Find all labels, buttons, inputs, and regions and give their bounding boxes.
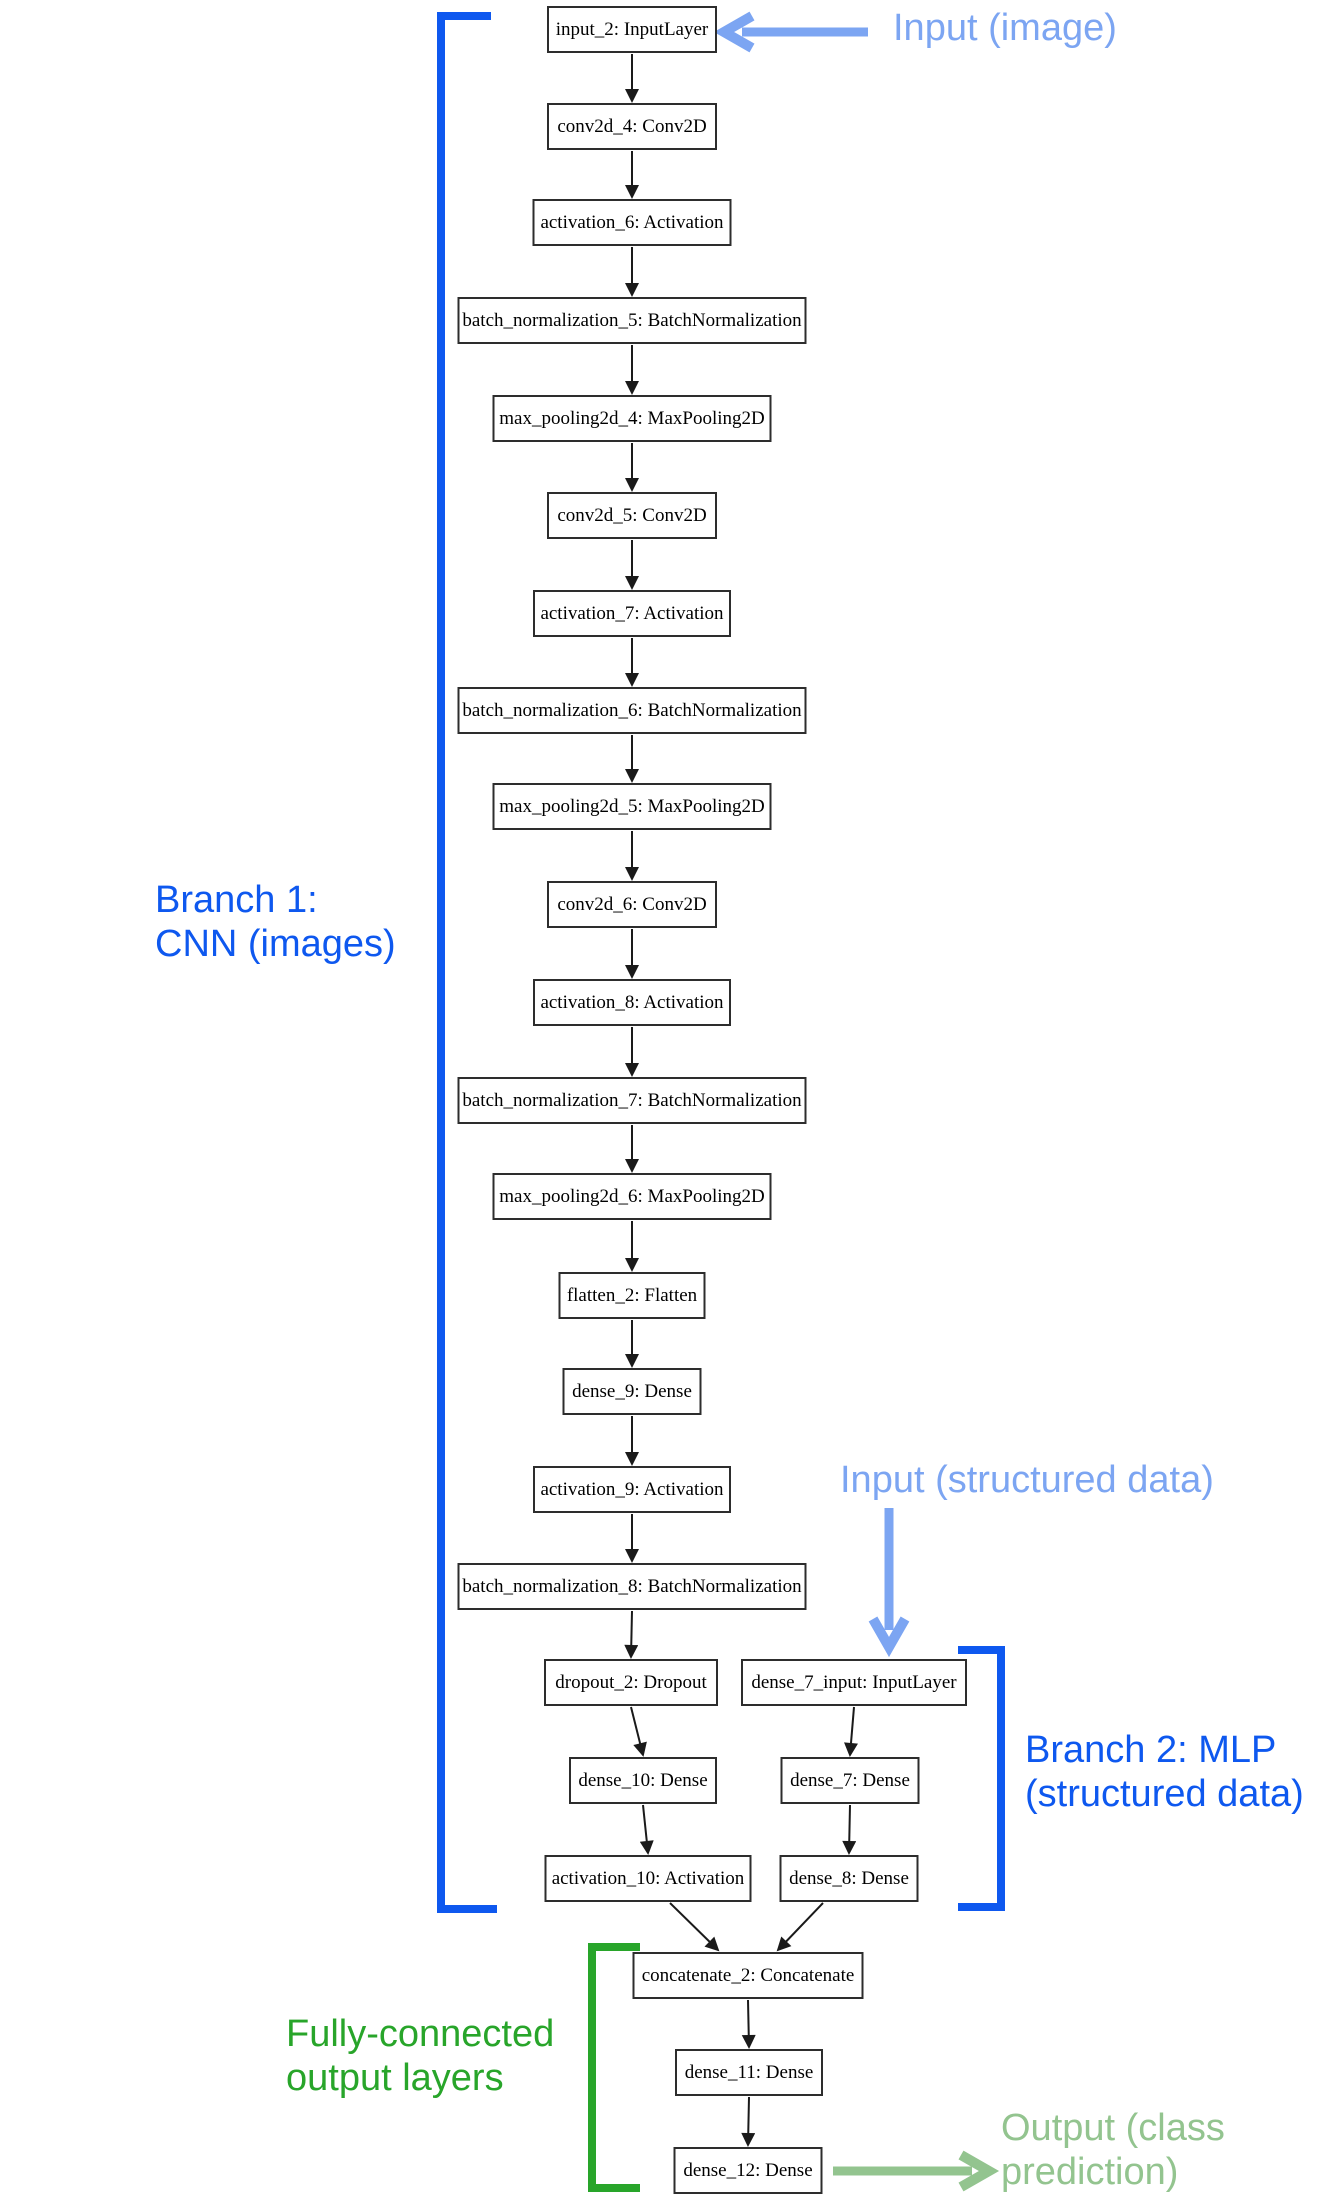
edge-batch_normalization_8-to-dropout_2 (624, 1610, 639, 1659)
edge-activation_10-to-concatenate_2 (669, 1902, 720, 1952)
node-max_pooling2d_4: max_pooling2d_4: MaxPooling2D (492, 395, 772, 442)
input-structured-arrow (868, 1508, 910, 1658)
grouping-brackets (437, 12, 1005, 2192)
node-activation_10: activation_10: Activation (544, 1855, 752, 1902)
input-image-arrow-head (713, 11, 755, 53)
input-image-label: Input (image) (893, 7, 1117, 49)
node-dense_7: dense_7: Dense (780, 1757, 920, 1804)
annotation-arrows (713, 11, 1000, 2192)
node-dense_12: dense_12: Dense (673, 2147, 823, 2194)
node-activation_7: activation_7: Activation (533, 590, 731, 637)
input-structured-label: Input (structured data) (840, 1459, 1214, 1501)
node-conv2d_6: conv2d_6: Conv2D (547, 881, 717, 928)
edge-dense_11-to-dense_12 (741, 2096, 756, 2147)
branch1-bracket (437, 12, 497, 1913)
edge-concatenate_2-to-dense_11 (741, 1999, 756, 2049)
edge-dense_8-to-concatenate_2 (776, 1902, 824, 1952)
node-batch_normalization_7: batch_normalization_7: BatchNormalizatio… (457, 1077, 807, 1124)
node-max_pooling2d_6: max_pooling2d_6: MaxPooling2D (492, 1173, 772, 1220)
input-image-arrow (713, 11, 868, 53)
branch2-label: Branch 2: MLP (structured data) (1025, 1729, 1304, 1816)
node-batch_normalization_8: batch_normalization_8: BatchNormalizatio… (457, 1563, 807, 1610)
output-bracket (588, 1943, 640, 2192)
node-batch_normalization_6: batch_normalization_6: BatchNormalizatio… (457, 687, 807, 734)
edge-dense_10-to-activation_10 (639, 1804, 654, 1855)
branch1-label: Branch 1: CNN (images) (155, 879, 396, 966)
node-dense_8: dense_8: Dense (779, 1855, 919, 1902)
branch2-bracket (958, 1646, 1005, 1911)
node-activation_6: activation_6: Activation (532, 199, 732, 246)
node-activation_9: activation_9: Activation (533, 1466, 731, 1513)
node-dense_7_input: dense_7_input: InputLayer (741, 1659, 967, 1706)
node-dense_10: dense_10: Dense (569, 1757, 717, 1804)
layer-connection-arrows (624, 54, 858, 2147)
node-concatenate_2: concatenate_2: Concatenate (632, 1952, 864, 1999)
node-conv2d_4: conv2d_4: Conv2D (547, 103, 717, 150)
edge-dense_7_input-to-dense_7 (844, 1706, 858, 1757)
node-dense_9: dense_9: Dense (562, 1368, 702, 1415)
output-arrow-head (958, 2150, 1000, 2192)
output-arrow (833, 2150, 1000, 2192)
node-max_pooling2d_5: max_pooling2d_5: MaxPooling2D (492, 783, 772, 830)
fully-connected-label: Fully-connected output layers (286, 2013, 555, 2100)
node-input_2: input_2: InputLayer (547, 6, 717, 53)
output-label: Output (class prediction) (1001, 2107, 1225, 2194)
edge-dense_7-to-dense_8 (842, 1804, 857, 1855)
node-activation_8: activation_8: Activation (533, 979, 731, 1026)
input-structured-arrow-head (868, 1616, 910, 1658)
node-dense_11: dense_11: Dense (675, 2049, 823, 2096)
node-batch_normalization_5: batch_normalization_5: BatchNormalizatio… (457, 297, 807, 344)
node-conv2d_5: conv2d_5: Conv2D (547, 492, 717, 539)
edge-dropout_2-to-dense_10 (630, 1706, 647, 1757)
node-dropout_2: dropout_2: Dropout (544, 1659, 718, 1706)
node-flatten_2: flatten_2: Flatten (558, 1272, 706, 1319)
